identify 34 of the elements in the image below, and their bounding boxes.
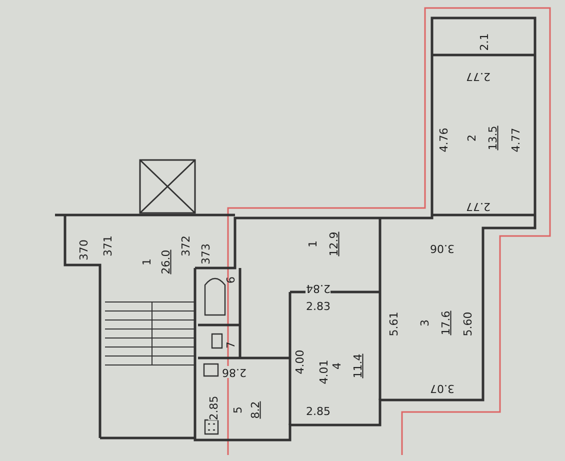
dimension-label: 370 <box>78 240 90 260</box>
room-number: 3 <box>420 320 432 326</box>
dimension-label: 4.76 <box>438 128 450 152</box>
dimension-label: 4.00 <box>294 350 306 374</box>
room-area: 8.2 <box>250 401 262 419</box>
room-area: 13.5 <box>487 126 500 150</box>
dimension-label: 3.06 <box>430 242 454 254</box>
dimension-label: 2.83 <box>306 301 330 313</box>
dimension-label: 2.85 <box>208 396 220 420</box>
room-number: 1 <box>142 258 154 266</box>
room-number: 2 <box>466 134 478 142</box>
room-area: 26.0 <box>160 250 172 274</box>
room-number: 1 <box>308 240 320 248</box>
dimension-label: 3.07 <box>430 382 454 394</box>
room-number: 6 <box>226 276 238 284</box>
dimension-label: 373 <box>200 244 212 264</box>
dimension-label: 4.77 <box>510 128 522 152</box>
room-number: 7 <box>226 342 238 348</box>
room-area: 11.4 <box>352 354 364 378</box>
dimension-label: 5.60 <box>462 312 474 336</box>
dimension-label: 2.1 <box>478 33 491 51</box>
dimension-label: 2.77 <box>466 70 490 82</box>
room-area: 17.6 <box>440 310 452 336</box>
room-number: 4 <box>332 362 344 370</box>
room-number: 5 <box>232 406 244 414</box>
dimension-label: 371 <box>102 236 114 256</box>
dimension-label: 2.84 <box>306 282 330 294</box>
dimension-label: 372 <box>180 236 192 256</box>
dimension-label: 5.61 <box>388 312 400 336</box>
room-area: 12.9 <box>328 232 340 256</box>
dimension-label: 4.01 <box>318 360 330 384</box>
dimension-label: 2.86 <box>222 366 246 378</box>
dimension-label: 2.85 <box>306 406 330 418</box>
dimension-label: 2.77 <box>466 200 490 212</box>
